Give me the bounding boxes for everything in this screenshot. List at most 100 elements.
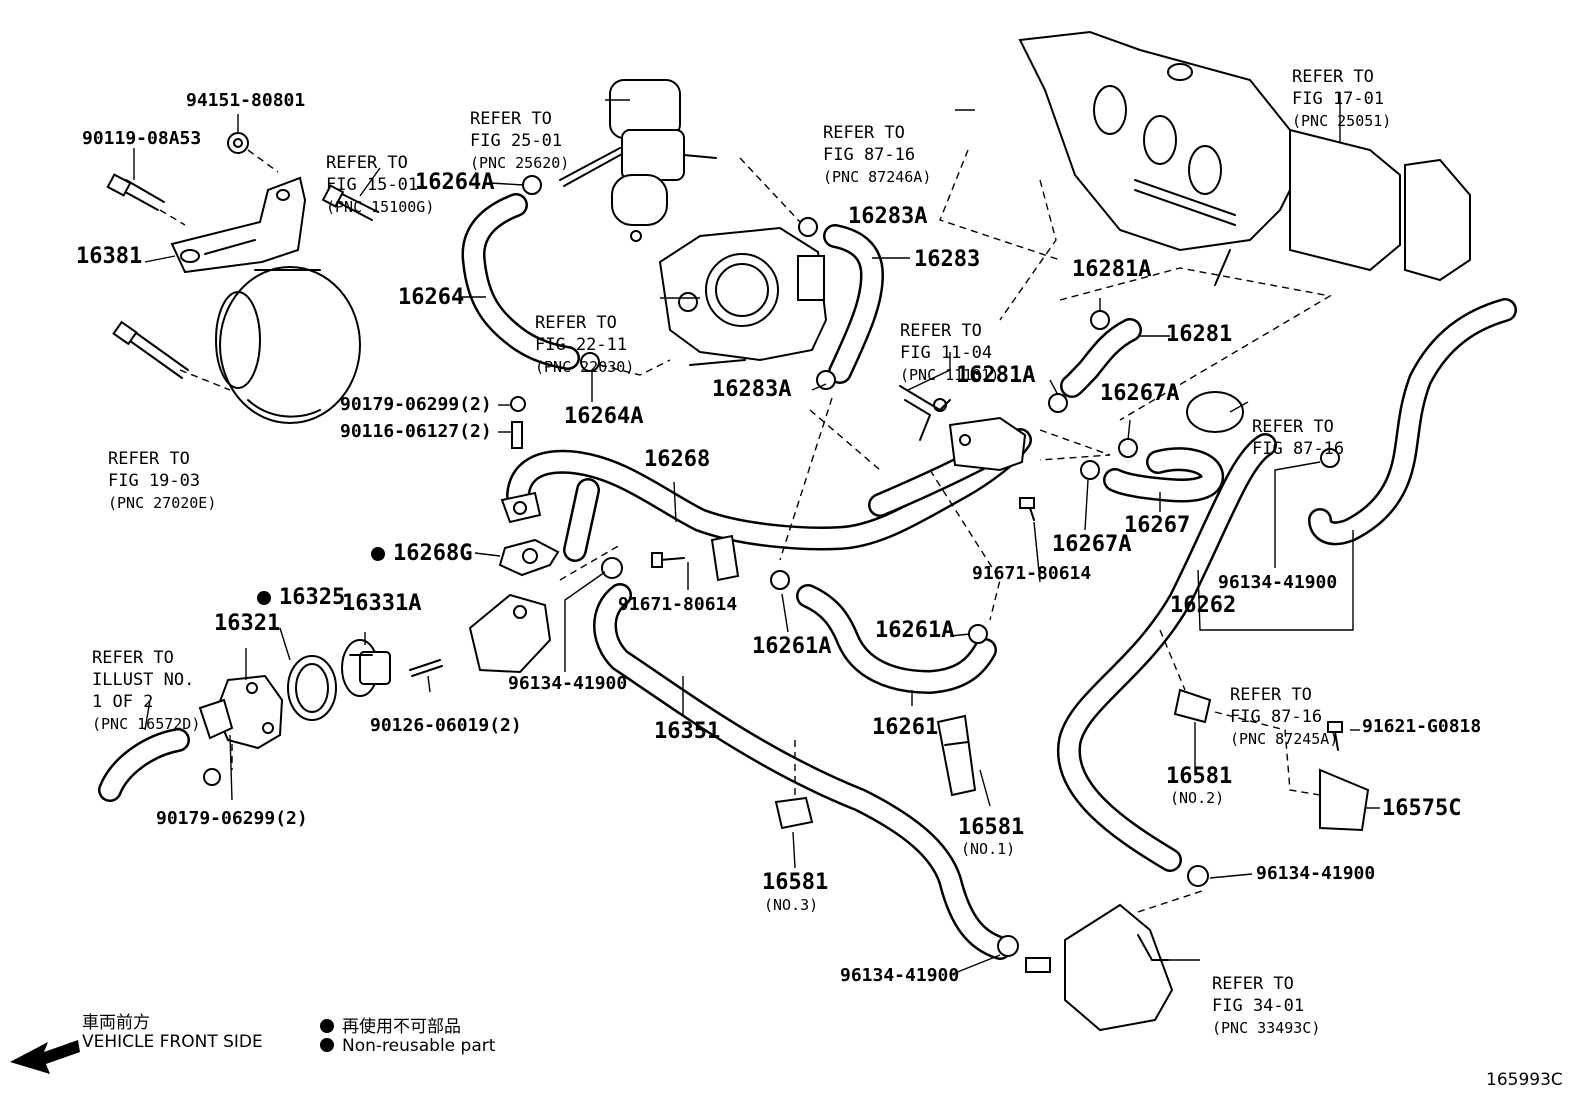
label-16262: 16262 (1170, 593, 1237, 618)
non-reusable-dot-icon (320, 1019, 334, 1033)
label-16261A-b: 16261A (875, 618, 955, 643)
label-16264A-bottom: 16264A (564, 404, 644, 429)
label-16381: 16381 (76, 244, 143, 269)
nut-90179-top (510, 396, 526, 412)
hose-16351 (593, 583, 1012, 960)
label-16281: 16281 (1166, 322, 1233, 347)
exhaust-manifold (1018, 30, 1471, 286)
pipe-16268 (506, 428, 1032, 562)
label-16268G: 16268G (371, 542, 472, 566)
oil-cooler (1025, 903, 1174, 1032)
nut-94151 (227, 132, 249, 154)
label-16281A-top: 16281A (1072, 257, 1152, 282)
label-16351: 16351 (654, 719, 721, 744)
clip-16581-no2 (1173, 688, 1212, 724)
non-reusable-dot-icon (371, 547, 385, 561)
label-91621-G0818: 91621-G0818 (1362, 716, 1482, 737)
label-16283A-top: 16283A (848, 204, 928, 229)
hose-16261 (796, 584, 997, 694)
label-90116-06127: 90116-06127(2) (340, 421, 492, 442)
stud-90116 (511, 421, 523, 449)
gasket-16268G (498, 538, 560, 577)
label-90126-06019: 90126-06019(2) (370, 715, 522, 736)
thermostat-16331A (341, 639, 391, 697)
legend-nonreuse-jp: 再使用不可部品 (320, 1012, 461, 1037)
bolt-90119 (106, 173, 165, 211)
label-16575C: 16575C (1382, 796, 1462, 821)
legend-nonreuse-en: Non-reusable part (320, 1036, 495, 1056)
label-16581-no2-sub: (NO.2) (1170, 789, 1225, 807)
water-outlet-16268 (948, 416, 1027, 472)
diagram-code: 165993C (1486, 1070, 1563, 1090)
hose-16262 (1056, 298, 1517, 872)
water-inlet-16321 (198, 674, 284, 750)
label-16261A-a: 16261A (752, 634, 832, 659)
label-94151-80801: 94151-80801 (186, 90, 306, 111)
gasket-16325 (287, 655, 337, 721)
throttle-body (658, 226, 828, 366)
bracket-center (710, 534, 740, 582)
legend-front-jp: 車両前方 (82, 1013, 150, 1033)
label-16581-no2: 16581 (1166, 764, 1233, 789)
front-arrow-icon (10, 1040, 80, 1074)
label-16321: 16321 (214, 611, 281, 636)
non-reusable-dot-icon (320, 1038, 334, 1052)
stud-90126 (409, 659, 443, 677)
bracket-16575C (1319, 721, 1370, 832)
label-16267A-top: 16267A (1100, 381, 1180, 406)
bracket-16381 (170, 176, 307, 274)
label-16268: 16268 (644, 447, 711, 472)
valve-25620 (559, 79, 717, 242)
hose-16264 (461, 193, 580, 370)
hose-16283 (823, 224, 884, 384)
clip-16581-no3 (774, 796, 814, 830)
clamps (522, 175, 1340, 957)
label-16581-no1-sub: (NO.1) (961, 840, 1016, 858)
label-96134-41900-a: 96134-41900 (508, 673, 628, 694)
label-16267: 16267 (1124, 513, 1191, 538)
label-16264: 16264 (398, 285, 465, 310)
label-16581-no1: 16581 (958, 815, 1025, 840)
label-16264A-top: 16264A (415, 170, 495, 195)
label-96134-41900-d: 96134-41900 (840, 965, 960, 986)
label-96134-41900-c: 96134-41900 (1256, 863, 1376, 884)
hose-16267 (1103, 447, 1224, 503)
pump-assembly (215, 266, 361, 424)
label-16283: 16283 (914, 247, 981, 272)
label-91671-80614-b: 91671-80614 (972, 563, 1092, 584)
legend-front-en: VEHICLE FRONT SIDE (82, 1032, 263, 1052)
non-reusable-dot-icon (257, 591, 271, 605)
hose-16281 (1060, 318, 1142, 398)
label-16331A: 16331A (342, 591, 422, 616)
label-16261: 16261 (872, 715, 939, 740)
clip-16581-no1 (936, 714, 977, 797)
label-16283A-bottom: 16283A (712, 377, 792, 402)
nut-90179-bottom (203, 768, 221, 786)
dashed-lines (159, 149, 1332, 913)
label-96134-41900-b: 96134-41900 (1218, 572, 1338, 593)
label-16281A-bottom: 16281A (956, 363, 1036, 388)
outlet-housing (468, 593, 552, 674)
bolts-91671 (651, 497, 1035, 568)
fitting-15100G (321, 184, 379, 221)
label-16325: 16325 (257, 586, 345, 610)
label-16581-no3: 16581 (762, 870, 829, 895)
bolt-long (112, 320, 189, 379)
label-90119-08A53: 90119-08A53 (82, 128, 202, 149)
label-90179-06299-top: 90179-06299(2) (340, 394, 492, 415)
pipe-11101 (899, 385, 951, 441)
flange-16268 (500, 491, 542, 524)
hose-radiator-stub (98, 728, 190, 802)
label-90179-06299-bottom: 90179-06299(2) (156, 808, 308, 829)
